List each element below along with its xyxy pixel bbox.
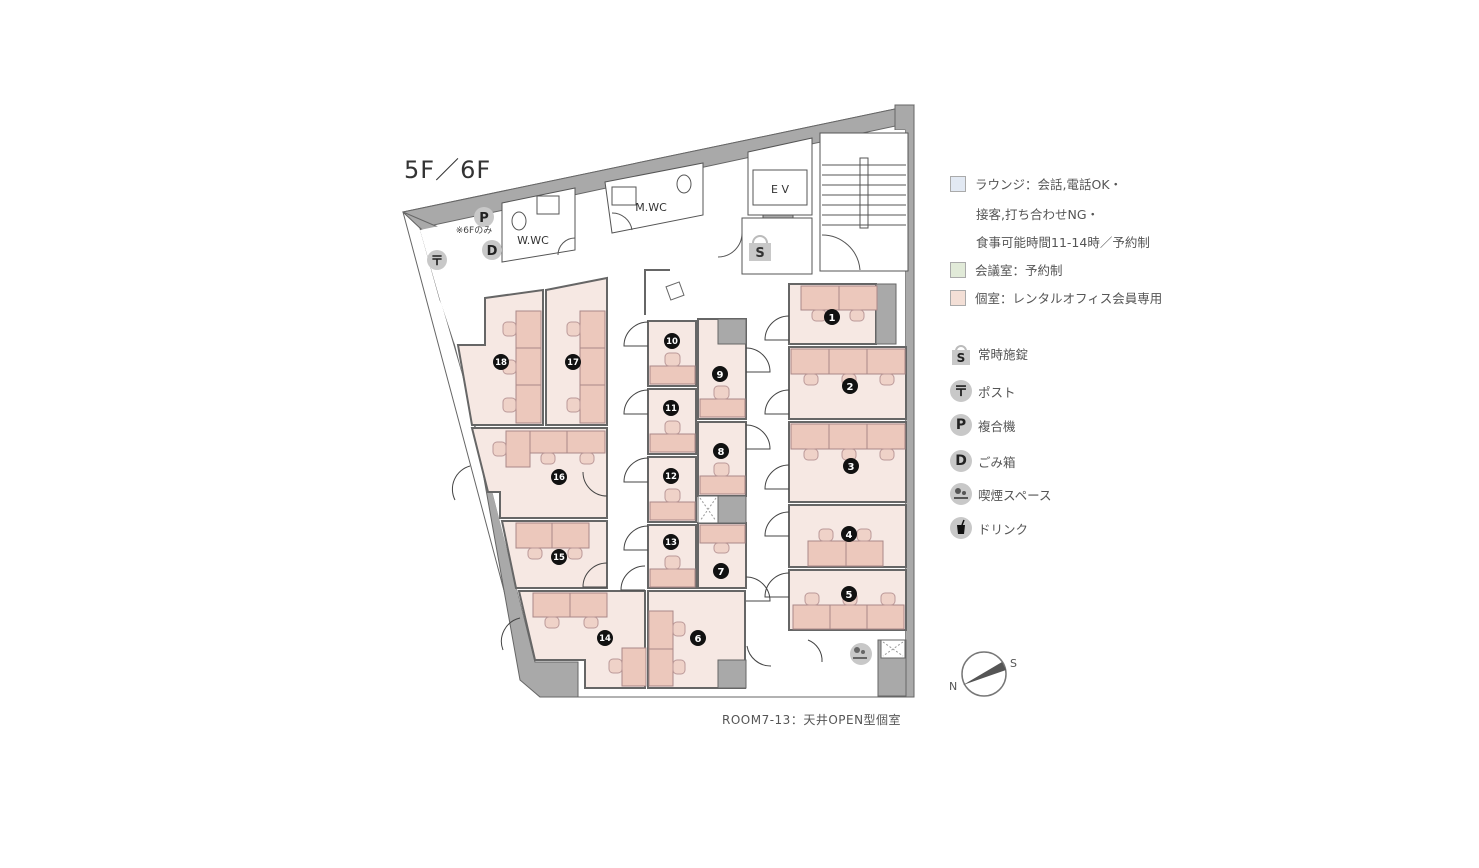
legend-printer: P 複合機 <box>950 414 1016 436</box>
legend-lounge-line2: 接客,打ち合わせNG・ <box>976 207 1100 222</box>
room-markers: 1 2 3 4 5 6 7 8 9 10 11 12 13 14 15 16 1… <box>493 309 859 646</box>
svg-text:17: 17 <box>567 358 579 368</box>
trash-d-icon: D <box>950 450 972 472</box>
svg-text:2: 2 <box>847 382 854 393</box>
svg-text:E V: E V <box>771 183 789 196</box>
legend-post: 〒 ポスト <box>950 380 1016 402</box>
meeting-swatch <box>950 261 966 278</box>
w-wc: W.WC <box>501 187 576 263</box>
room-note: ROOM7-13：天井OPEN型個室 <box>722 713 902 727</box>
compass-south: S <box>1010 657 1017 670</box>
svg-text:S: S <box>957 351 966 365</box>
svg-text:5: 5 <box>846 590 853 601</box>
trash-d-icon: D <box>482 240 502 260</box>
smoking-icon <box>950 483 972 505</box>
svg-text:6: 6 <box>695 634 702 645</box>
legend-lounge: ラウンジ：会話,電話OK・ <box>950 174 1122 193</box>
svg-text:15: 15 <box>553 553 565 563</box>
door-swings <box>451 315 823 667</box>
svg-text:P: P <box>479 211 489 226</box>
printer-p-icon: P <box>474 207 494 227</box>
svg-text:W.WC: W.WC <box>517 234 549 247</box>
lock-s-icon: S <box>950 342 972 365</box>
svg-text:14: 14 <box>599 634 611 644</box>
drink-machine <box>880 639 906 659</box>
svg-text:S: S <box>755 246 764 261</box>
svg-text:4: 4 <box>846 530 853 541</box>
m-wc: M.WC <box>604 162 704 234</box>
svg-text:12: 12 <box>665 472 677 482</box>
legend-smoking: 喫煙スペース <box>950 483 1052 505</box>
stairs <box>819 132 909 272</box>
legend-meeting-room: 会議室：予約制 <box>950 260 1063 279</box>
svg-text:8: 8 <box>718 447 725 458</box>
compass-north: N <box>949 680 958 693</box>
room-12-marker: 12 <box>663 468 679 484</box>
elevator: E V <box>747 137 813 222</box>
svg-text:13: 13 <box>665 538 677 548</box>
svg-text:11: 11 <box>665 404 677 414</box>
locked-room: S <box>717 217 813 275</box>
room-8-marker: 8 <box>713 443 729 459</box>
room-13-marker: 13 <box>663 534 679 550</box>
svg-text:3: 3 <box>848 462 855 473</box>
room-17-marker: 17 <box>565 354 581 370</box>
room-15-marker: 15 <box>551 549 567 565</box>
lounge-swatch <box>950 175 966 192</box>
room-1-marker: 1 <box>824 309 840 325</box>
svg-text:10: 10 <box>666 337 678 347</box>
legend-drink: ドリンク <box>950 517 1028 539</box>
desks <box>505 285 906 687</box>
room-3-marker: 3 <box>843 458 859 474</box>
post-icon: 〒 <box>427 250 447 270</box>
floor-title: 5F／6F <box>404 156 492 184</box>
room-4-marker: 4 <box>841 526 857 542</box>
room-5-marker: 5 <box>841 586 857 602</box>
legend-lounge-line3: 食事可能時間11-14時／予約制 <box>976 235 1150 250</box>
svg-text:〒: 〒 <box>430 254 443 269</box>
printer-p-icon: P <box>950 414 972 436</box>
room-14-marker: 14 <box>597 630 613 646</box>
room-11-marker: 11 <box>663 400 679 416</box>
smoking-icon <box>850 643 872 665</box>
svg-text:16: 16 <box>553 473 565 483</box>
svg-text:9: 9 <box>717 370 724 381</box>
copier-area <box>644 269 685 315</box>
room-2-marker: 2 <box>842 378 858 394</box>
compass-icon <box>961 651 1007 697</box>
svg-text:D: D <box>487 244 498 259</box>
legend-locked: S 常時施錠 <box>950 342 1028 365</box>
room-7-marker: 7 <box>713 563 729 579</box>
room-10-marker: 10 <box>664 333 680 349</box>
room-6-marker: 6 <box>690 630 706 646</box>
legend-trash: D ごみ箱 <box>950 450 1016 472</box>
svg-text:1: 1 <box>829 313 836 324</box>
room-18-marker: 18 <box>493 354 509 370</box>
post-icon: 〒 <box>950 380 972 402</box>
legend-private-room: 個室：レンタルオフィス会員専用 <box>950 288 1162 307</box>
six-f-only-note: ※6Fのみ <box>456 225 492 236</box>
private-swatch <box>950 289 966 306</box>
svg-text:M.WC: M.WC <box>635 201 667 214</box>
room-9-marker: 9 <box>712 366 728 382</box>
svg-text:7: 7 <box>718 567 725 578</box>
svg-text:18: 18 <box>495 358 507 368</box>
drink-icon <box>950 517 972 539</box>
room-16-marker: 16 <box>551 469 567 485</box>
